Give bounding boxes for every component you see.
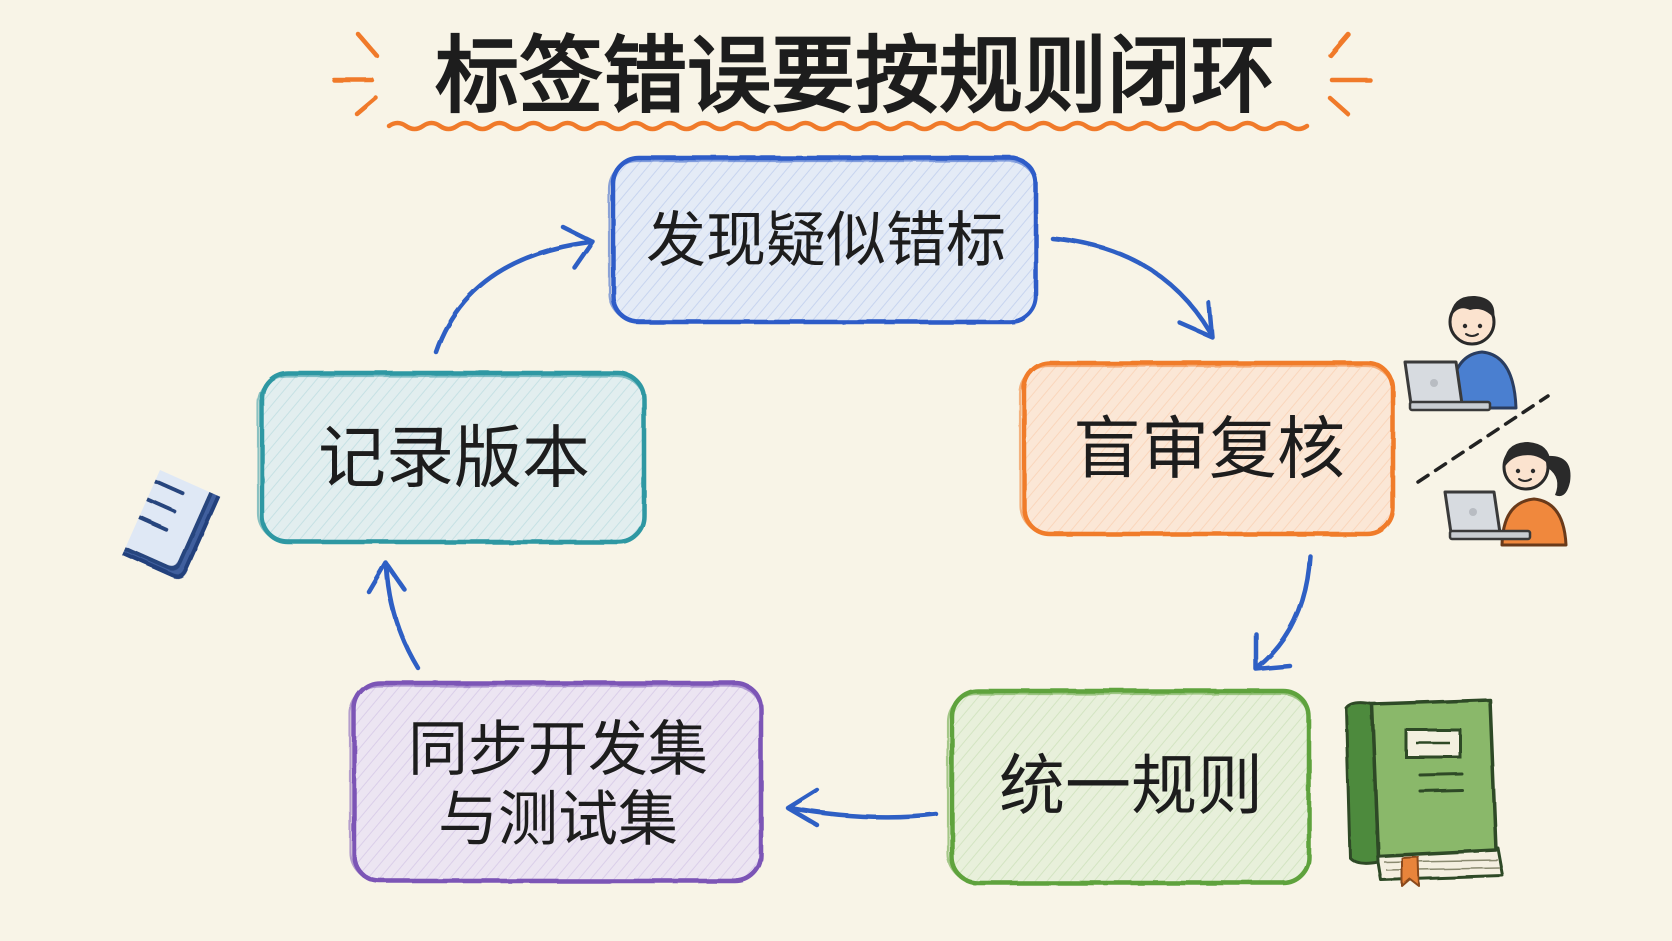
arrow-head: [1253, 631, 1293, 672]
arrow-head: [560, 224, 596, 271]
arrow-rules-to-sync: [785, 787, 939, 828]
step-box-hatch: [262, 373, 644, 542]
blind-divider-dashed-line: [1416, 394, 1550, 484]
arrow-head: [1177, 300, 1215, 340]
step-unify-rules: 统一规则: [946, 688, 1312, 886]
page-title: 标签错误要按规则闭环: [435, 27, 1275, 125]
reviewer-b: [1443, 442, 1571, 547]
laptop-base: [1408, 400, 1492, 412]
sparkle-stroke: [1327, 31, 1351, 58]
arrow-shaft: [1049, 235, 1213, 335]
arrow-shaft: [787, 805, 939, 820]
step-box-hatch: [1024, 363, 1393, 534]
tag-text-line: [109, 503, 169, 532]
step-label: 盲审复核: [1073, 411, 1345, 490]
arrow-discover-to-review: [1049, 235, 1215, 340]
arrow-head: [785, 787, 820, 828]
laptop-logo: [1469, 508, 1477, 516]
reviewer-eye: [1462, 323, 1468, 329]
step-box-outline-sketch: [607, 159, 1039, 323]
step-box-outline-group: [946, 688, 1312, 886]
step-box-hatch: [952, 691, 1309, 883]
book-ribbon: [1401, 856, 1420, 887]
reviewer-a: [1403, 295, 1518, 412]
tag-text-line: [125, 466, 185, 496]
step-box-outline-sketch: [256, 374, 647, 543]
title-group: 标签错误要按规则闭环: [331, 27, 1373, 132]
book-cover-line: [1418, 788, 1464, 793]
step-label-line-2: 与测试集: [438, 785, 678, 855]
step-discover-suspected-mislabel: 发现疑似错标: [607, 155, 1039, 325]
book-cover: [1370, 698, 1498, 858]
step-box-outline-sketch: [348, 684, 764, 882]
arrow-shaft: [1255, 553, 1313, 670]
step-box-outline-group: [1018, 360, 1396, 537]
step-sync-dev-test-sets: 同步开发集 与测试集: [348, 680, 764, 884]
sparkle-stroke: [1327, 95, 1351, 117]
tag-top-shade: [120, 381, 232, 472]
reviewer-ponytail: [1546, 455, 1571, 497]
arrow-record-to-discover: [433, 224, 596, 355]
reviewer-hair: [1503, 442, 1551, 468]
step-box-outline-group: [348, 680, 764, 884]
title-sparkles-left: [331, 31, 379, 117]
step-record-version: 记录版本: [256, 370, 647, 545]
title-wavy-underline: [386, 120, 1310, 132]
step-label: 记录版本: [318, 420, 590, 499]
reviewer-eye: [1477, 323, 1483, 329]
reviewer-eye: [1515, 468, 1521, 474]
sparkle-stroke: [355, 31, 379, 58]
arrows: [366, 224, 1313, 828]
step-box-outline-sketch: [1018, 364, 1396, 535]
laptop-logo: [1430, 379, 1438, 387]
reviewer-smile: [1465, 333, 1479, 337]
title-sparkles-right: [1327, 31, 1373, 117]
step-box-outline-group: [607, 155, 1039, 325]
reviewer-smile: [1518, 478, 1532, 482]
arrow-sync-to-record: [366, 560, 421, 671]
step-label-line-1: 同步开发集: [408, 715, 708, 785]
tag-icon: [74, 357, 244, 579]
laptop-base: [1448, 529, 1532, 541]
book-spine: [1344, 701, 1380, 865]
reviewer-eye: [1530, 468, 1536, 474]
book-cover-line: [1418, 772, 1464, 777]
step-box-outline-sketch: [946, 692, 1312, 884]
step-box-outline-group: [256, 370, 647, 545]
step-label: 统一规则: [999, 748, 1263, 825]
arrow-head: [366, 560, 407, 595]
sparkle-stroke: [354, 95, 379, 117]
step-label: 发现疑似错标: [646, 206, 1006, 276]
reviewer-hair: [1450, 295, 1495, 318]
arrow-shaft: [433, 239, 593, 355]
arrow-review-to-rules: [1253, 553, 1313, 672]
rulebook-icon: [1344, 698, 1505, 887]
step-blind-review: 盲审复核: [1018, 360, 1396, 537]
blind-reviewers-icon: [1403, 295, 1571, 547]
tag-string: [182, 357, 244, 416]
step-box-hatch: [613, 158, 1036, 322]
arrow-shaft: [384, 565, 421, 671]
tag-text-line: [117, 485, 177, 514]
step-box-hatch: [354, 683, 761, 881]
